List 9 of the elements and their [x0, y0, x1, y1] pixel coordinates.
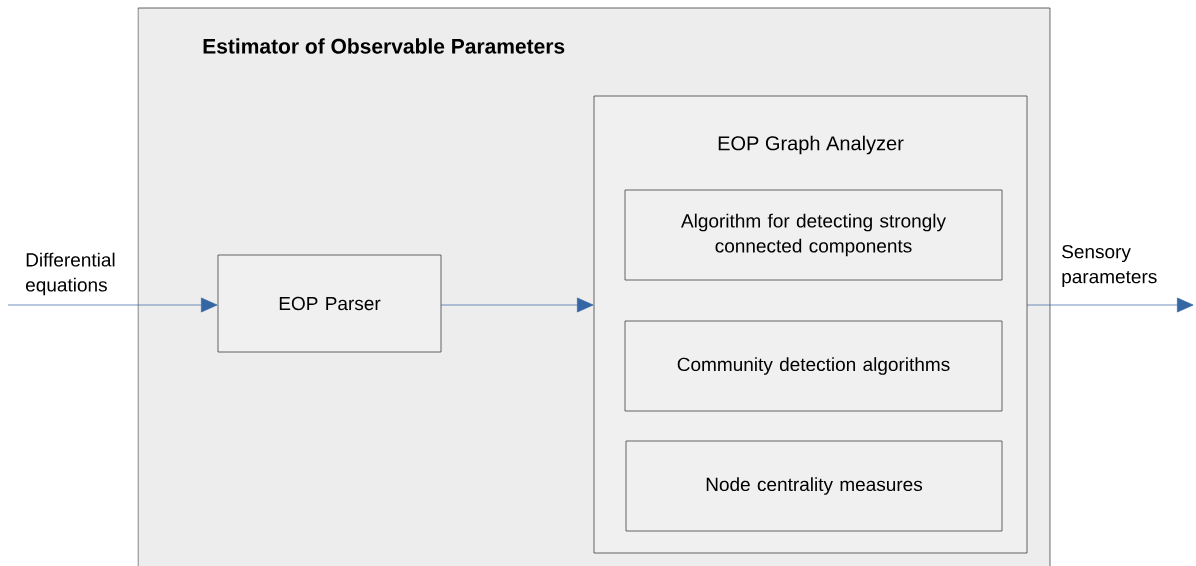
edge-label: Differential equations — [26, 252, 115, 296]
arrow — [440, 297, 594, 313]
process-box: Algorithm for detecting strongly connected components — [624, 189, 1003, 281]
process-box: EOP Parser — [217, 254, 442, 353]
arrow — [1026, 297, 1194, 313]
process-box: Community detection algorithms — [624, 320, 1003, 412]
arrow — [7, 297, 218, 313]
process-box: Node centrality measures — [625, 440, 1003, 532]
edge-label: Sensory parameters — [1062, 244, 1157, 288]
